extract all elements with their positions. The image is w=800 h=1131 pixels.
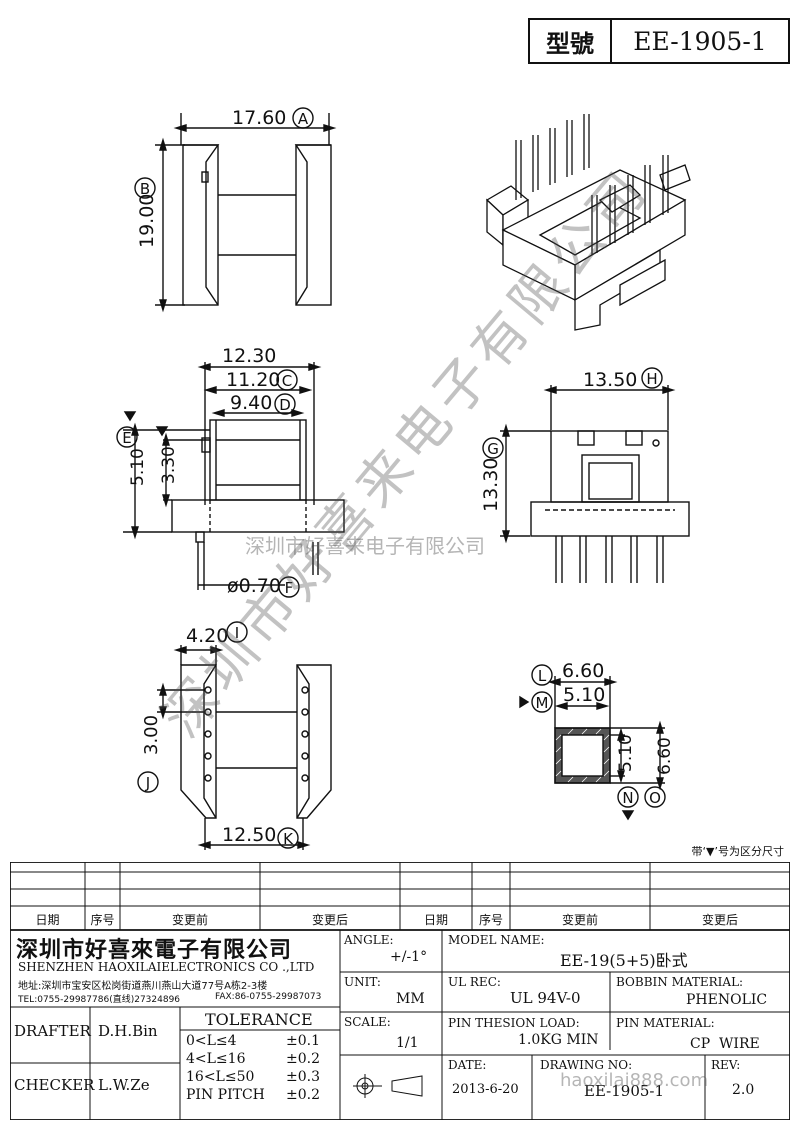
date-label: DATE: bbox=[448, 1058, 487, 1072]
bottom-view: 4.20 I 3.00 J 12.50 K bbox=[137, 621, 332, 850]
dim-D-value: 9.40 bbox=[230, 392, 272, 414]
rev-label: REV: bbox=[711, 1058, 741, 1072]
dim-B-value: 19.00 bbox=[136, 194, 158, 248]
rev-header-date-1: 日期 bbox=[35, 912, 60, 927]
isometric-view bbox=[485, 114, 691, 331]
front-view: 12.30 11.20 C 9.40 D 5.10 E bbox=[116, 345, 345, 598]
dim-G-value: 13.30 bbox=[480, 458, 502, 512]
model-header: 型號 EE-1905-1 bbox=[528, 18, 790, 64]
unit-value: MM bbox=[396, 991, 425, 1007]
company-name-en: SHENZHEN HAOXILAIELECTRONICS CO .,LTD bbox=[18, 960, 315, 974]
marker-H: H bbox=[646, 370, 657, 388]
company-tel: TEL:0755-29987786(直线)27324896 bbox=[18, 995, 181, 1005]
rev-header-before-2: 变更前 bbox=[561, 912, 598, 927]
rev-header-after-2: 变更后 bbox=[701, 912, 738, 927]
marker-J: J bbox=[145, 774, 150, 792]
model-name-label: MODEL NAME: bbox=[448, 933, 545, 947]
drawing-no-value: EE-1905-1 bbox=[584, 1082, 665, 1100]
marker-note: 带‘▼’号为区分尺寸 bbox=[692, 844, 784, 858]
scale-label: SCALE: bbox=[344, 1015, 391, 1029]
scale-value: 1/1 bbox=[396, 1035, 419, 1051]
dim-N-value: 5.10 bbox=[616, 734, 636, 772]
marker-D: D bbox=[279, 396, 291, 414]
tolerance-range-3: 16<L≤50 bbox=[186, 1069, 255, 1085]
marker-O: O bbox=[649, 789, 661, 807]
tolerance-range-4: PIN PITCH bbox=[186, 1087, 265, 1103]
dim-total-width: 12.30 bbox=[222, 345, 276, 367]
core-section-view: 6.60 L 5.10 M 5.10 6.60 N bbox=[519, 660, 675, 821]
pin-load-label: PIN THESION LOAD: bbox=[448, 1016, 580, 1030]
marker-C: C bbox=[282, 372, 292, 390]
dim-O-value: 6.60 bbox=[655, 737, 675, 775]
drawing-no-label: DRAWING NO: bbox=[540, 1058, 633, 1072]
marker-K: K bbox=[283, 830, 294, 848]
ul-rec-value: UL 94V-0 bbox=[510, 989, 581, 1007]
date-value: 2013-6-20 bbox=[452, 1082, 519, 1097]
tolerance-range-1: 0<L≤4 bbox=[186, 1033, 237, 1049]
marker-L: L bbox=[538, 667, 547, 685]
marker-A: A bbox=[298, 110, 309, 128]
dim-H-value: 13.50 bbox=[583, 369, 637, 391]
angle-label: ANGLE: bbox=[344, 933, 394, 947]
dim-L-value: 6.60 bbox=[562, 660, 604, 682]
side-view: 13.50 H 13.30 G bbox=[480, 367, 690, 583]
pin-material-value: CP WIRE bbox=[690, 1036, 760, 1052]
marker-M: M bbox=[536, 694, 549, 712]
rev-header-no-2: 序号 bbox=[478, 912, 503, 927]
drafter-value: D.H.Bin bbox=[98, 1022, 158, 1040]
marker-E: E bbox=[122, 429, 131, 447]
rev-header-after-1: 变更后 bbox=[311, 912, 348, 927]
watermark-horizontal: 深圳市好喜来电子有限公司 bbox=[245, 534, 485, 558]
top-view: 17.60 A 19.00 B bbox=[134, 107, 337, 313]
tolerance-range-2: 4<L≤16 bbox=[186, 1051, 246, 1067]
ul-rec-label: UL REC: bbox=[448, 975, 501, 989]
tolerance-value-2: ±0.2 bbox=[286, 1051, 320, 1067]
company-fax: FAX:86-0755-29987073 bbox=[215, 992, 322, 1002]
technical-drawing: 17.60 A 19.00 B 12.30 11.20 C bbox=[116, 107, 784, 858]
angle-value: +/-1° bbox=[390, 949, 428, 965]
bobbin-label: BOBBIN MATERIAL: bbox=[616, 975, 744, 989]
marker-F: F bbox=[285, 579, 294, 597]
checker-label: CHECKER bbox=[14, 1076, 95, 1094]
watermark-site: haoxilai888.com bbox=[560, 1070, 709, 1091]
marker-N: N bbox=[622, 789, 633, 807]
rev-value: 2.0 bbox=[732, 1082, 755, 1098]
marker-B: B bbox=[140, 180, 150, 198]
dim-E2-value: 3.30 bbox=[159, 446, 179, 484]
company-address: 地址:深圳市宝安区松岗街道燕川燕山大道77号A栋2-3楼 bbox=[18, 981, 268, 992]
unit-label: UNIT: bbox=[344, 975, 381, 989]
tolerance-value-4: ±0.2 bbox=[286, 1087, 320, 1103]
dim-K-value: 12.50 bbox=[222, 824, 276, 846]
marker-G: G bbox=[487, 440, 499, 458]
company-name-cn: 深圳市好喜來電子有限公司 bbox=[16, 937, 293, 963]
title-block-grid bbox=[10, 862, 790, 1120]
tolerance-value-3: ±0.3 bbox=[286, 1069, 320, 1085]
model-name-value: EE-19(5+5)卧式 bbox=[560, 951, 688, 970]
dim-I-value: 4.20 bbox=[186, 625, 228, 647]
pin-material-label: PIN MATERIAL: bbox=[616, 1016, 715, 1030]
dim-M-value: 5.10 bbox=[563, 684, 605, 706]
pin-load-value: 1.0KG MIN bbox=[518, 1032, 599, 1048]
rev-header-before-1: 变更前 bbox=[171, 912, 208, 927]
dim-C-value: 11.20 bbox=[226, 369, 280, 391]
model-value: EE-1905-1 bbox=[633, 26, 767, 56]
dim-J-value: 3.00 bbox=[141, 715, 162, 755]
tolerance-title: TOLERANCE bbox=[205, 1010, 313, 1029]
dim-A-value: 17.60 bbox=[232, 107, 286, 129]
dim-E-value: 5.10 bbox=[128, 448, 148, 486]
rev-header-no-1: 序号 bbox=[90, 912, 115, 927]
drafter-label: DRAFTER bbox=[14, 1022, 91, 1040]
dim-F-value: ø0.70 bbox=[227, 575, 281, 597]
checker-value: L.W.Ze bbox=[98, 1076, 150, 1094]
marker-I: I bbox=[235, 624, 239, 642]
rev-header-date-2: 日期 bbox=[423, 912, 448, 927]
tolerance-value-1: ±0.1 bbox=[286, 1033, 320, 1049]
bobbin-value: PHENOLIC bbox=[686, 992, 768, 1008]
model-label: 型號 bbox=[530, 20, 612, 62]
